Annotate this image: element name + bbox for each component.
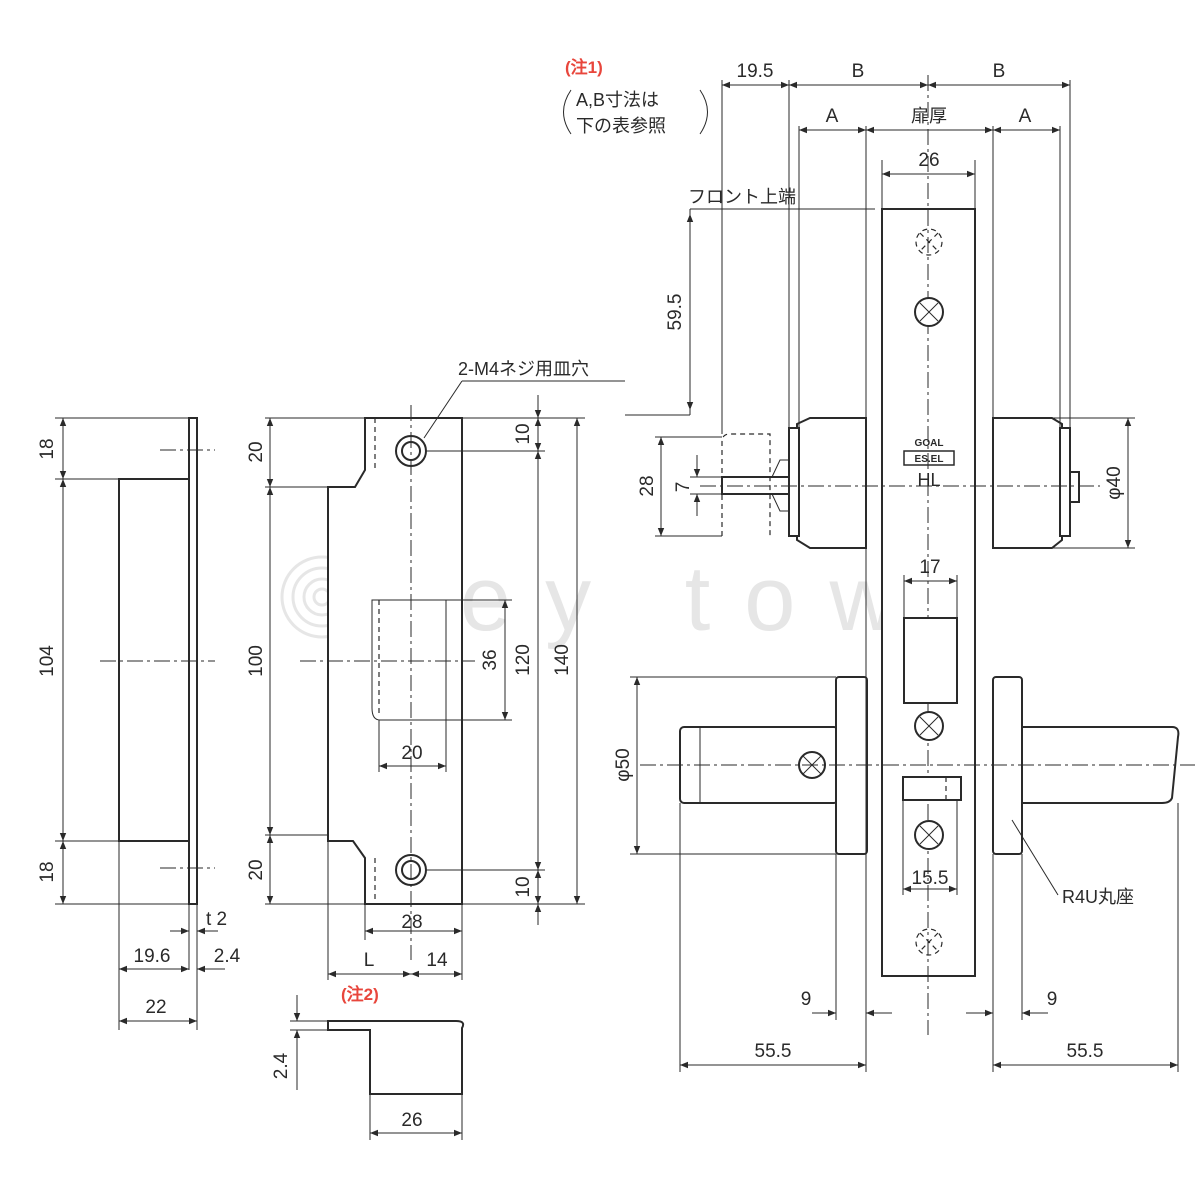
brand-mid: ES.EL — [915, 454, 944, 465]
front-screw-3-icon — [914, 820, 944, 850]
dim-lock-B-right: B — [993, 61, 1006, 82]
front-screw-2-icon — [914, 711, 944, 741]
dim-lock-28: 28 — [637, 475, 658, 496]
dim-strike-box-22: 22 — [145, 997, 166, 1018]
dim-lock-55-5-right: 55.5 — [1067, 1041, 1104, 1062]
strike-side-profile — [327, 1020, 465, 1095]
outer-cylinder-body — [796, 417, 867, 549]
dim-strike-plate-20-top: 20 — [246, 441, 267, 462]
inner-thumbturn-stub — [1069, 471, 1080, 503]
dim-strike-box-104: 104 — [37, 645, 58, 677]
inner-cylinder-body — [992, 417, 1063, 549]
strike-latch-opening — [371, 599, 447, 721]
dim-strike-plate-10-top: 10 — [513, 423, 534, 444]
label-rosette: R4U丸座 — [1062, 887, 1134, 907]
dim-lock-phi50: φ50 — [613, 748, 634, 781]
dim-lock-9-right: 9 — [1047, 989, 1058, 1010]
dim-strike-side-26: 26 — [401, 1110, 422, 1131]
dim-strike-box-18-bottom: 18 — [37, 861, 58, 882]
dim-lock-17: 17 — [919, 557, 940, 578]
label-door-thickness: 扉厚 — [911, 106, 947, 126]
front-screw-top-hidden-icon — [915, 228, 943, 256]
dim-lock-A-right: A — [1019, 106, 1032, 127]
dim-lock-9-left: 9 — [801, 989, 812, 1010]
label-front-top: フロント上端 — [688, 187, 796, 207]
brand-logo-icon: GOAL ES.EL — [903, 438, 955, 466]
dim-lock-A-left: A — [826, 106, 839, 127]
dim-lock-59-5: 59.5 — [665, 294, 686, 331]
inner-cylinder-ring — [1059, 427, 1071, 537]
strike-box-view: 18 104 18 t 2 19.6 2.4 22 — [37, 417, 241, 1030]
label-screw-holes: 2-M4ネジ用皿穴 — [458, 359, 589, 379]
dim-strike-plate-10-bottom: 10 — [513, 876, 534, 897]
watermark: key town — [280, 548, 1015, 650]
dim-strike-plate-20-opening: 20 — [401, 743, 422, 764]
note-2-tag: (注2) — [341, 984, 379, 1004]
outer-cylinder-ring — [788, 427, 800, 537]
strike-side-view: (注2) 2.4 26 — [271, 984, 465, 1140]
dim-strike-plate-L: L — [364, 950, 375, 971]
dim-strike-box-18-top: 18 — [37, 438, 58, 459]
dim-strike-plate-20-bottom: 20 — [246, 859, 267, 880]
front-screw-bottom-hidden-icon — [915, 928, 943, 956]
dim-strike-plate-120: 120 — [513, 644, 534, 676]
dim-strike-plate-100: 100 — [246, 645, 267, 677]
dim-lock-15-5: 15.5 — [912, 868, 949, 889]
dim-strike-plate-14: 14 — [426, 950, 448, 971]
note-1-line-1: A,B寸法は — [576, 90, 659, 110]
hand-label: HL — [917, 470, 940, 490]
dim-strike-box-19-6: 19.6 — [134, 946, 171, 967]
dim-strike-box-2-4: 2.4 — [214, 946, 241, 967]
strike-box-body — [118, 478, 190, 842]
dim-lock-B-left: B — [852, 61, 865, 82]
dim-strike-plate-36: 36 — [480, 649, 501, 670]
dim-strike-side-2-4: 2.4 — [271, 1052, 292, 1079]
lockset-view: (注1) A,B寸法は 下の表参照 — [563, 57, 1195, 1072]
latch-bolt — [903, 617, 958, 704]
front-screw-1-icon — [914, 297, 944, 327]
dim-lock-phi40: φ40 — [1104, 466, 1125, 499]
dim-lock-19-5: 19.5 — [737, 61, 774, 82]
dead-bolt — [902, 776, 962, 801]
note-1-tag: (注1) — [565, 57, 603, 77]
dim-lock-7: 7 — [673, 482, 694, 493]
note-1-line-2: 下の表参照 — [576, 116, 666, 136]
dim-strike-plate-140: 140 — [552, 644, 573, 676]
watermark-text: key town — [380, 548, 1015, 650]
brand-top: GOAL — [915, 438, 944, 449]
dim-lock-26: 26 — [918, 150, 939, 171]
strike-plate-view: 2-M4ネジ用皿穴 20 100 20 10 10 36 120 140 20 — [246, 359, 625, 980]
dim-strike-plate-28: 28 — [401, 912, 422, 933]
dim-lock-55-5-left: 55.5 — [755, 1041, 792, 1062]
dim-strike-box-t2: t 2 — [206, 909, 227, 930]
